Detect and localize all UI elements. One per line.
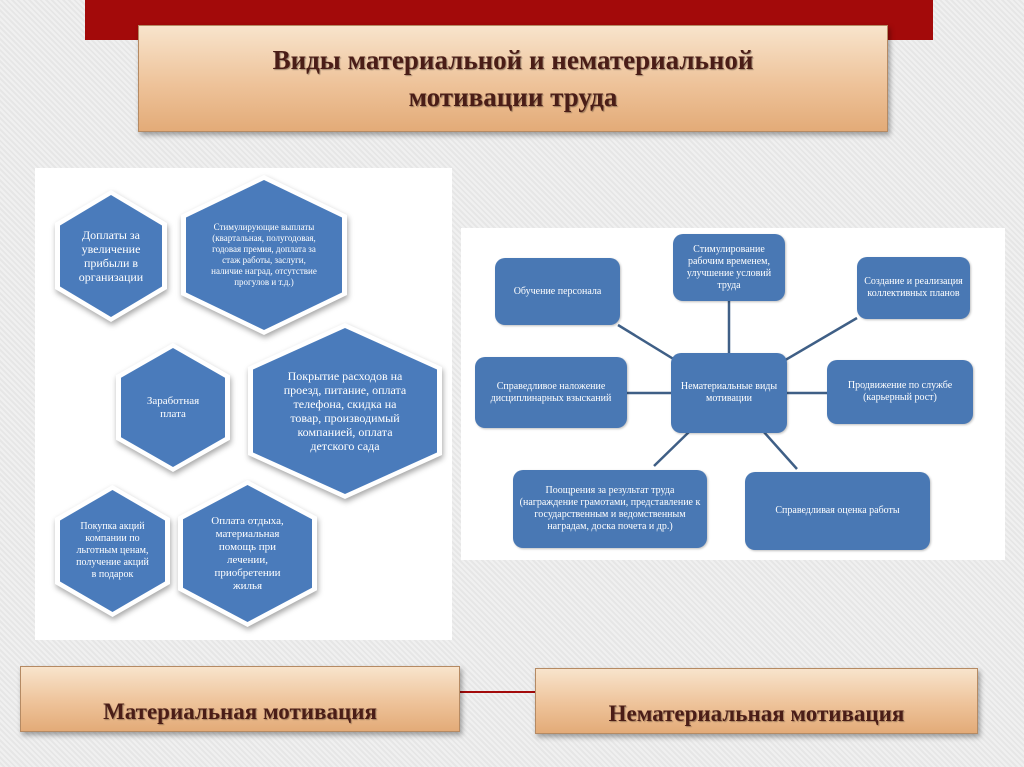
material-label: Материальная мотивация [103, 699, 377, 724]
page-title: Виды материальной и нематериальной мотив… [272, 44, 754, 112]
material-label-box: Материальная мотивация [20, 666, 460, 732]
center-node: Нематериальные виды мотивации [671, 353, 787, 433]
connector-divider [460, 691, 536, 693]
node-box: Поощрения за результат труда (награждени… [513, 470, 707, 548]
hex-node: Покупка акций компании по льготным ценам… [55, 485, 170, 617]
node-box: Стимулирование рабочим временем, улучшен… [673, 234, 785, 301]
hex-node-text: Заработная плата [121, 348, 225, 467]
hex-node: Доплаты за увеличение прибыли в организа… [55, 190, 167, 322]
node-box: Продвижение по службе (карьерный рост) [827, 360, 973, 424]
node-box: Справедливое наложение дисциплинарных вз… [475, 357, 627, 428]
node-box: Обучение персонала [495, 258, 620, 325]
nonmaterial-label: Нематериальная мотивация [608, 701, 905, 726]
node-box: Создание и реализация коллективных плано… [857, 257, 970, 319]
nonmaterial-label-box: Нематериальная мотивация [535, 668, 978, 734]
hex-node: Оплата отдыха, материальная помощь при л… [178, 480, 317, 627]
hex-node: Заработная плата [116, 343, 230, 472]
node-box: Справедливая оценка работы [745, 472, 930, 550]
hex-node: Покрытие расходов на проезд, питание, оп… [248, 323, 442, 499]
hex-node-text: Стимулирующие выплаты (квартальная, полу… [186, 180, 342, 330]
title-box: Виды материальной и нематериальной мотив… [138, 25, 888, 132]
hex-node: Стимулирующие выплаты (квартальная, полу… [181, 175, 347, 335]
